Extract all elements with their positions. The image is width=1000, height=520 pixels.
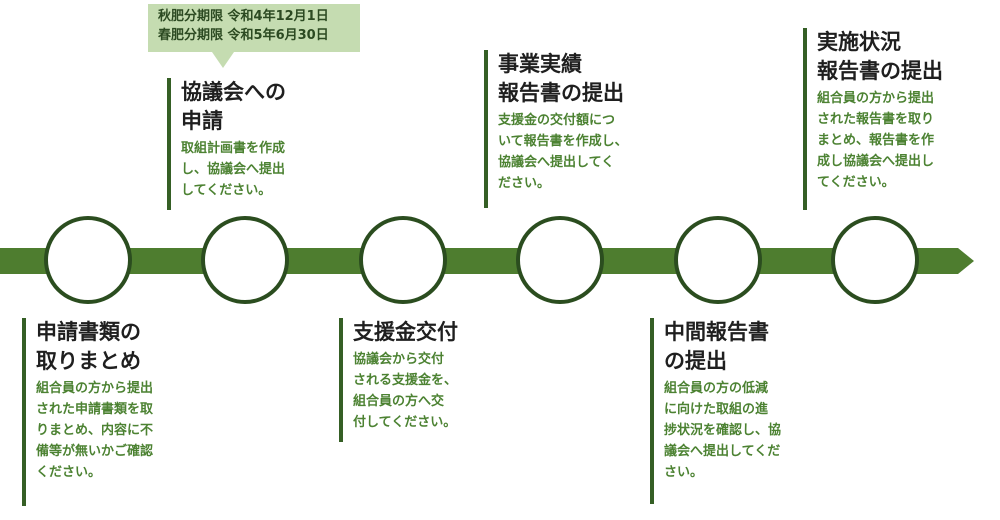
step-3-circle [359,216,447,304]
step-4: 事業実績 報告書の提出 支援金の交付額につ いて報告書を作成し、 協議会へ提出し… [484,50,684,208]
deadline-note-pointer [212,52,234,68]
step-5-description: 組合員の方の低減 に向けた取組の進 捗状況を確認し、協 議会へ提出してくだ さい… [664,381,782,480]
deadline-note: 秋肥分期限 令和4年12月1日 春肥分期限 令和5年6月30日 [148,4,360,52]
step-6-description: 組合員の方から提出 された報告書を取り まとめ、報告書を作 成し協議会へ提出し … [817,91,935,190]
step-6-circle [831,216,919,304]
step-1-title: 申請書類の 取りまとめ [36,320,141,373]
step-6-title: 実施状況 報告書の提出 [817,30,943,83]
step-3-title: 支援金交付 [353,320,458,344]
deadline-note-line1: 秋肥分期限 令和4年12月1日 [158,9,329,24]
step-1-description: 組合員の方から提出 された申請書類を取 りまとめ、内容に不 備等が無いかご確認 … [36,381,154,480]
step-2-description: 取組計画書を作成 し、協議会へ提出 してください。 [181,141,286,198]
step-2-circle [201,216,289,304]
step-6: 実施状況 報告書の提出 組合員の方から提出 された報告書を取り まとめ、報告書を… [803,28,995,210]
step-5: 中間報告書 の提出 組合員の方の低減 に向けた取組の進 捗状況を確認し、協 議会… [650,318,845,504]
timeline-band [0,248,974,274]
step-3: 支援金交付 協議会から交付 される支援金を、 組合員の方へ交 付してください。 [339,318,519,442]
step-4-description: 支援金の交付額につ いて報告書を作成し、 協議会へ提出してく ださい。 [498,113,628,191]
step-3-description: 協議会から交付 される支援金を、 組合員の方へ交 付してください。 [353,352,458,430]
deadline-note-line2: 春肥分期限 令和5年6月30日 [158,28,329,43]
step-5-title: 中間報告書 の提出 [664,320,769,373]
step-2-title: 協議会への 申請 [181,80,286,133]
step-2: 協議会への 申請 取組計画書を作成 し、協議会へ提出 してください。 [167,78,352,210]
step-4-title: 事業実績 報告書の提出 [498,52,624,105]
step-5-circle [674,216,762,304]
step-1: 申請書類の 取りまとめ 組合員の方から提出 された申請書類を取 りまとめ、内容に… [22,318,222,506]
step-4-circle [516,216,604,304]
step-1-circle [44,216,132,304]
